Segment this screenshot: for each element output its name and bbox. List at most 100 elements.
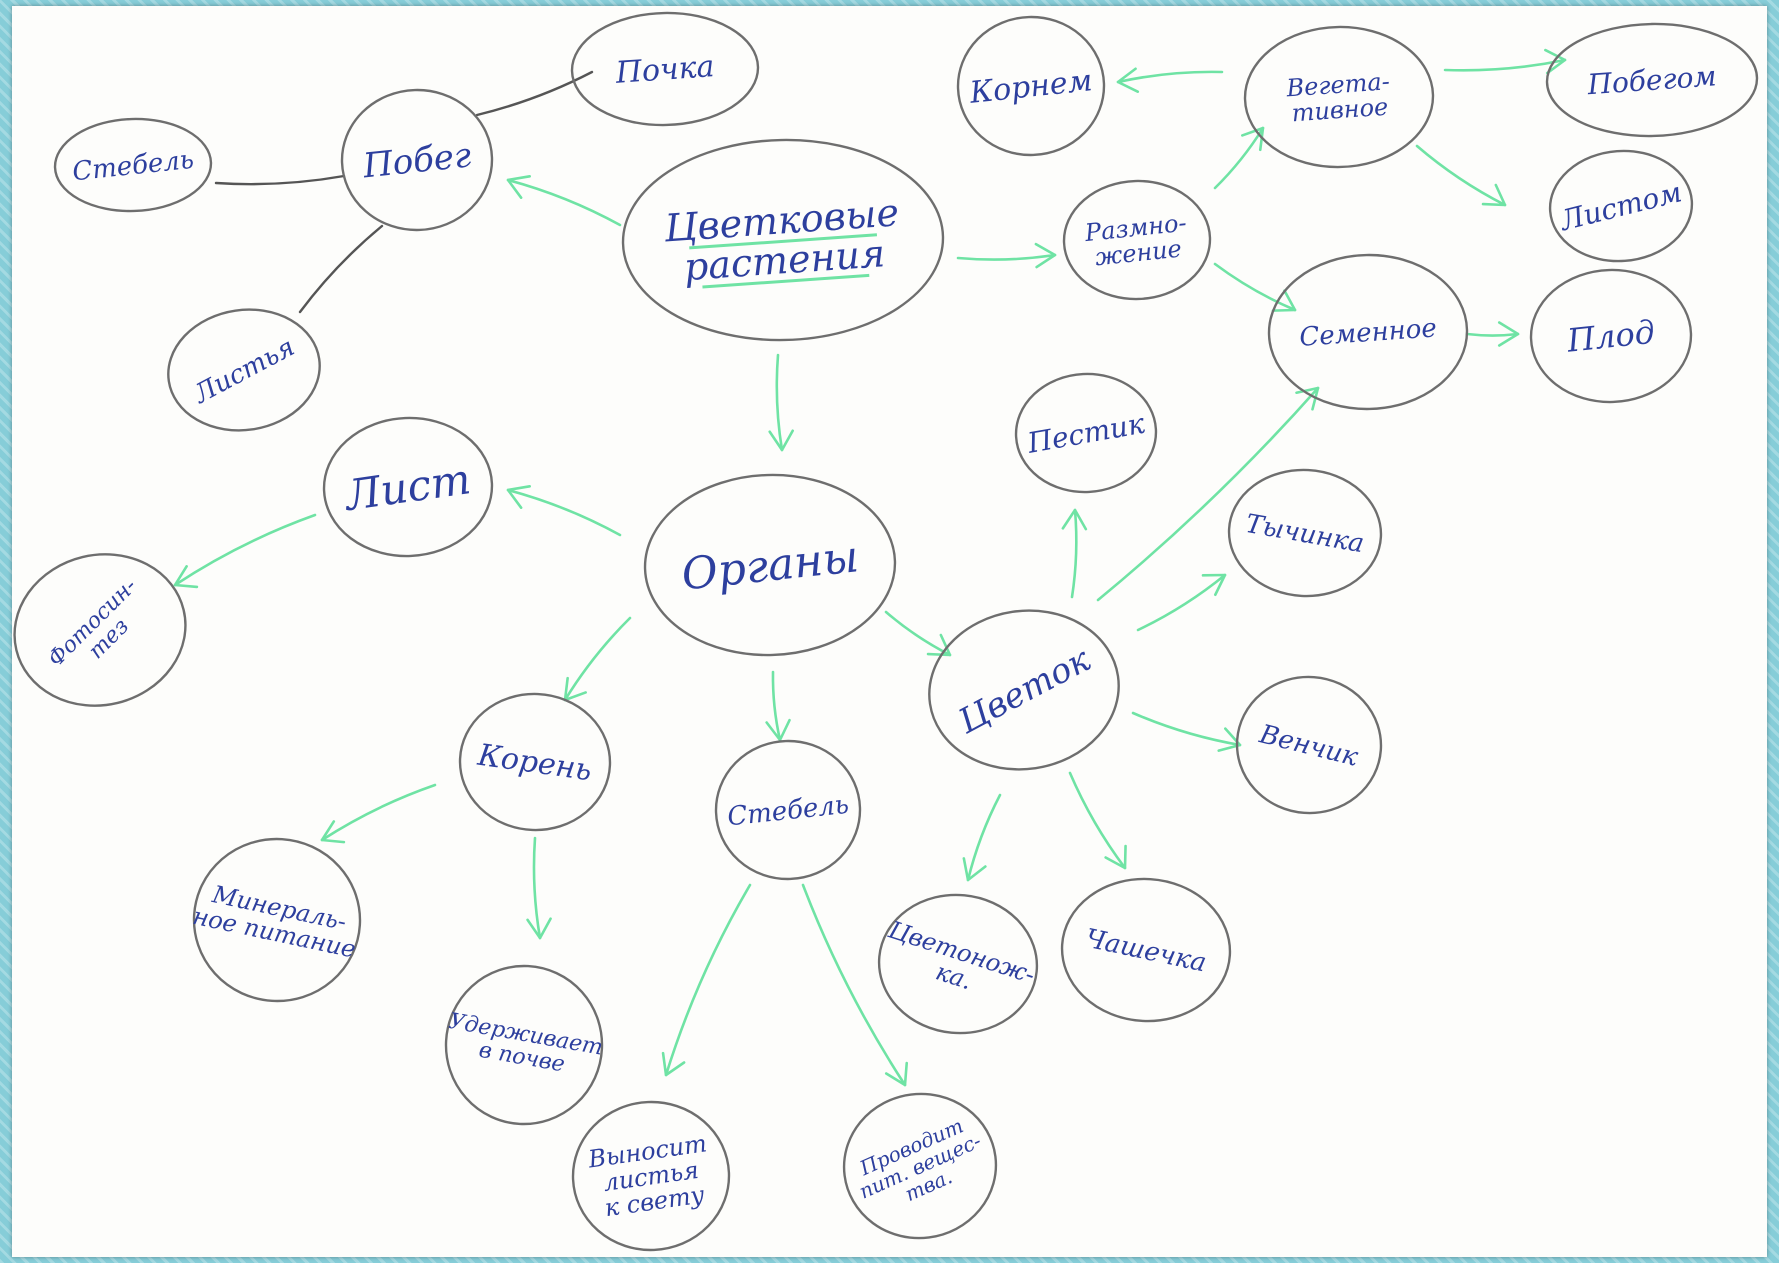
node-label: Стебель (71, 145, 195, 188)
node-label: Почка (614, 49, 716, 91)
node-leaf: Лист (322, 416, 494, 558)
node-leaves-top: Листья (167, 308, 321, 432)
line-shoot-stem (214, 174, 346, 186)
node-fruit: Плод (1529, 268, 1693, 404)
node-root-organ: Корень (458, 692, 612, 832)
arrow-flower-receptacle (962, 793, 1002, 882)
arrow-repr-veg (1213, 126, 1265, 190)
arrow-stem-conducts (801, 883, 909, 1087)
node-vegetative: Вегета-тивное (1243, 25, 1435, 169)
node-outline (1227, 468, 1383, 598)
node-flower: Цветок (928, 609, 1120, 771)
node-label: Цветок (951, 639, 1097, 742)
node-label: Проводитпит. вещес-тва. (847, 1109, 993, 1223)
node-label-line: Чашечка (1083, 924, 1209, 979)
arrow-root-organs (768, 353, 794, 452)
node-label-line: Побегом (1585, 59, 1717, 101)
node-label: Стебель (726, 790, 850, 833)
node-label-line: Плод (1564, 313, 1656, 360)
node-label: Семенное (1298, 313, 1437, 353)
node-outline (571, 1100, 731, 1252)
arrow-organs-stem (765, 670, 791, 742)
node-outline (53, 117, 213, 213)
node-outline (1060, 877, 1232, 1023)
node-label-line: Почка (614, 49, 716, 91)
node-label: Венчик (1256, 719, 1362, 773)
node-label: Размно-жение (1083, 209, 1191, 273)
node-outline (877, 893, 1039, 1035)
arrow-veg-shoot (1443, 48, 1567, 75)
node-label: Корнем (967, 63, 1094, 111)
arrow-veg-leaf (1415, 144, 1507, 207)
node-holds: Удерживаетв почве (443, 964, 605, 1126)
node-label: Органы (679, 531, 861, 600)
arrow-flower-calyx (1068, 771, 1127, 870)
node-label: Минераль-ное питание (190, 877, 363, 963)
node-organs: Органы (643, 473, 897, 657)
node-label: Листья (188, 332, 300, 411)
node-label: Вегета-тивное (1285, 67, 1393, 127)
node-label: Фотосин-тез (44, 574, 159, 689)
arrow-organs-flower (884, 610, 952, 657)
node-label: Листом (1555, 175, 1685, 237)
node-label-line: Цветок (951, 639, 1097, 742)
node-label-line: Стебель (726, 790, 850, 833)
node-label-line: Корень (475, 738, 594, 789)
node-outline (1062, 179, 1212, 301)
node-outline (458, 692, 612, 832)
node-outline (643, 473, 897, 657)
node-mineral: Минераль-ное питание (190, 837, 363, 1003)
arrow-flower-stamen (1136, 573, 1227, 632)
node-bud: Почка (570, 11, 760, 127)
node-label: Пестик (1024, 407, 1147, 460)
arrow-stem-carries (661, 883, 752, 1077)
node-label-line: Пестик (1024, 407, 1147, 460)
node-root: Цветковыерастения (621, 138, 945, 342)
node-label-line: Фотосин- (44, 574, 142, 672)
node-stamen: Тычинка (1227, 468, 1383, 598)
node-label-line: Тычинка (1243, 509, 1366, 559)
arrow-flower-pistil (1061, 508, 1088, 599)
node-outline (1548, 149, 1694, 263)
node-outline (167, 308, 321, 432)
paper-sheet (12, 6, 1767, 1257)
node-outline (1267, 253, 1469, 411)
node-outline (621, 138, 945, 342)
arrow-root-reproduction (956, 242, 1057, 269)
arrow-seed-fruit (1465, 321, 1520, 347)
node-outline (1235, 675, 1383, 815)
node-label-line: Побег (360, 135, 473, 186)
node-label: Удерживаетв почве (443, 1009, 605, 1083)
node-label-line: Семенное (1298, 313, 1437, 353)
node-label: Побег (360, 135, 473, 186)
node-stem-top: Стебель (53, 117, 213, 213)
node-label-line: тивное (1291, 93, 1389, 128)
title-underline (689, 233, 878, 250)
node-outline (1545, 22, 1759, 138)
arrow-root-shoot (506, 175, 622, 227)
node-corolla: Венчик (1235, 675, 1383, 815)
node-outline (322, 416, 494, 558)
node-by-root: Корнем (956, 15, 1106, 157)
node-outline (956, 15, 1106, 157)
node-label: Цветонож-ка. (876, 915, 1038, 1013)
arrow-veg-root (1116, 67, 1224, 93)
node-outline (340, 88, 494, 232)
node-label-line: Листья (188, 332, 300, 411)
arrow-root-mineral (320, 783, 437, 844)
node-label: Корень (475, 738, 594, 789)
node-conducts: Проводитпит. вещес-тва. (842, 1092, 998, 1240)
node-outline (842, 1092, 998, 1240)
arrow-repr-seed (1213, 262, 1297, 312)
node-seed: Семенное (1267, 253, 1469, 411)
node-outline (1014, 372, 1158, 494)
arrow-leaf-photo (173, 513, 317, 589)
node-outline (1243, 25, 1435, 169)
arrow-flower-corolla (1131, 711, 1242, 752)
node-outline (13, 553, 187, 707)
node-label-line: Стебель (71, 145, 195, 188)
node-by-leaf: Листом (1548, 149, 1694, 263)
node-calyx: Чашечка (1060, 877, 1232, 1023)
node-label-line: Листом (1555, 175, 1685, 237)
